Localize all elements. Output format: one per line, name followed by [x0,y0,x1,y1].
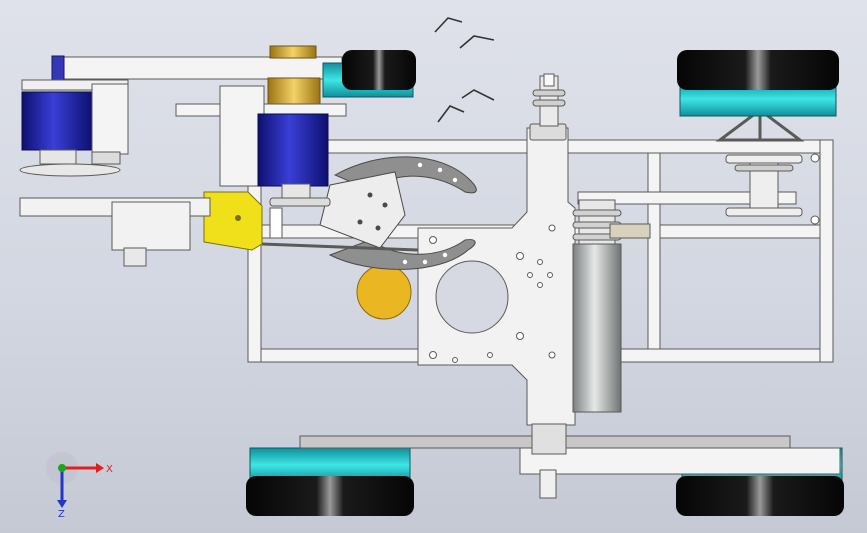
lower-arm [19,197,211,267]
z-axis-label: Z [58,509,65,518]
bottom-beam [299,423,841,499]
left-drive-motor [19,79,129,177]
coordinate-triad: X Z [46,452,113,518]
linkage-rod [261,242,419,252]
gripper-claw [319,156,477,270]
pneumatic-cylinder [572,199,651,413]
frame-cross-member [577,191,797,205]
center-drive-motor [175,85,347,239]
right-bearing-stack [715,108,805,217]
wheel-bottom-left [246,447,414,516]
wheel-top-left [322,50,416,98]
yellow-disc [356,264,412,320]
central-plate [417,73,576,426]
x-axis-arrowhead [96,463,104,473]
clip-parts [434,17,495,123]
frame-inner-post [647,152,661,350]
z-axis-arrowhead [57,500,67,508]
x-axis-label: X [106,464,113,475]
frame-right-post [819,139,834,363]
y-axis-dot [58,464,66,472]
wheel-top-right [677,50,839,117]
yellow-bracket [203,191,263,251]
